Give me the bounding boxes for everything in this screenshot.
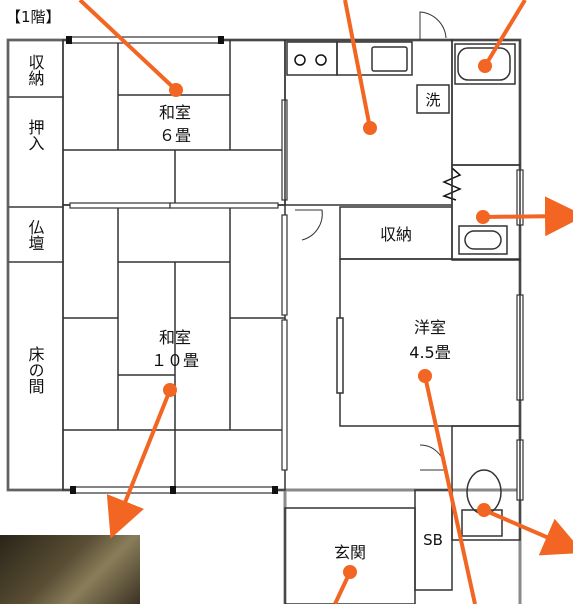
pointer-youshitsu xyxy=(423,375,477,604)
label-storage-middle: 収納 xyxy=(380,225,412,244)
label-sb: SB xyxy=(423,531,443,549)
label-sen: 洗 xyxy=(425,91,440,109)
pointer-dot-washitsu6 xyxy=(169,83,183,97)
photo-thumbnail[interactable] xyxy=(0,535,140,604)
window-posts xyxy=(66,36,278,494)
pointer-dot-washroom xyxy=(476,210,490,224)
label-storage-upper: 収納 xyxy=(26,54,45,87)
label-washitsu10-size: １０畳 xyxy=(151,351,199,370)
label-oshiire: 押入 xyxy=(26,119,45,151)
floor-label: 【1階】 xyxy=(6,8,61,26)
pointer-dot-toilet xyxy=(477,503,491,517)
label-youshitsu-name: 洋室 xyxy=(414,318,446,337)
pointer-dot-genkan xyxy=(343,565,357,579)
pointer-dot-washitsu10 xyxy=(163,383,177,397)
label-washitsu6-size: ６畳 xyxy=(159,126,191,145)
stove-burners xyxy=(294,54,327,66)
pointer-washitsu10 xyxy=(106,389,172,539)
entrance-area xyxy=(284,489,453,604)
pointer-washitsu6 xyxy=(78,0,178,92)
pointer-dot-bath xyxy=(478,59,492,73)
label-tokonoma: 床の間 xyxy=(26,346,45,395)
label-youshitsu-size: 4.5畳 xyxy=(409,343,450,362)
label-butsudan: 仏壇 xyxy=(26,219,45,251)
label-washitsu6-name: 和室 xyxy=(159,103,191,122)
pointer-dot-youshitsu xyxy=(418,369,432,383)
pointer-kitchen xyxy=(343,0,372,129)
pointer-dot-kitchen xyxy=(363,121,377,135)
kitchen-area xyxy=(284,39,453,206)
pointer-toilet xyxy=(483,508,573,556)
western-room xyxy=(336,258,521,427)
label-genkan: 玄関 xyxy=(334,543,366,562)
label-washitsu10-name: 和室 xyxy=(159,328,191,347)
pointer-washroom xyxy=(482,196,573,237)
pointer-bath xyxy=(483,0,527,68)
